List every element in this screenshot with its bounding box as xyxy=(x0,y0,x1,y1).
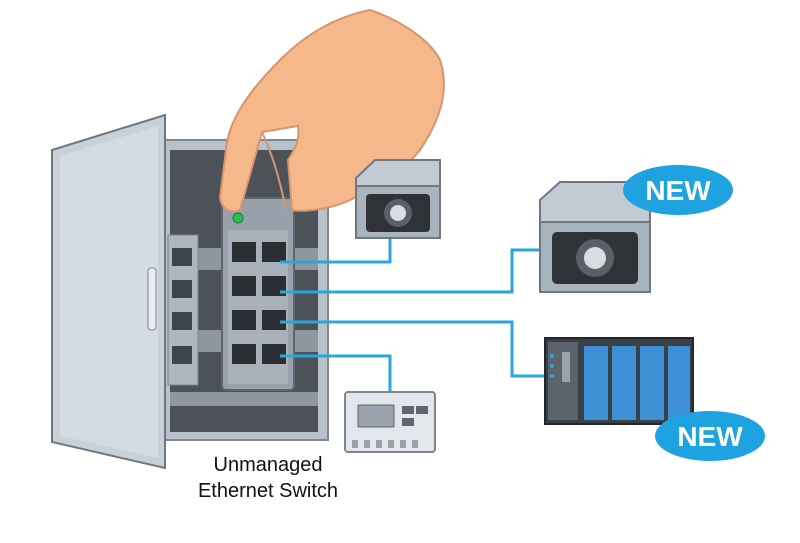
cables xyxy=(280,235,548,392)
new-badge-bottom: NEW xyxy=(655,411,765,461)
plc-rack xyxy=(544,337,694,425)
new-badge-bottom-text: NEW xyxy=(677,421,743,452)
caption-line-2: Ethernet Switch xyxy=(197,480,339,502)
security-camera-1 xyxy=(355,159,441,239)
new-badge-top-text: NEW xyxy=(645,175,711,206)
security-camera-2 xyxy=(539,181,651,293)
ethernet-switch xyxy=(221,197,295,391)
power-meter xyxy=(344,391,436,453)
switch-caption: Unmanaged Ethernet Switch xyxy=(168,452,368,504)
caption-line-1: Unmanaged xyxy=(213,454,323,476)
switch-ports xyxy=(232,242,286,364)
cabinet-door xyxy=(51,113,166,470)
new-badge-top: NEW xyxy=(623,165,733,215)
